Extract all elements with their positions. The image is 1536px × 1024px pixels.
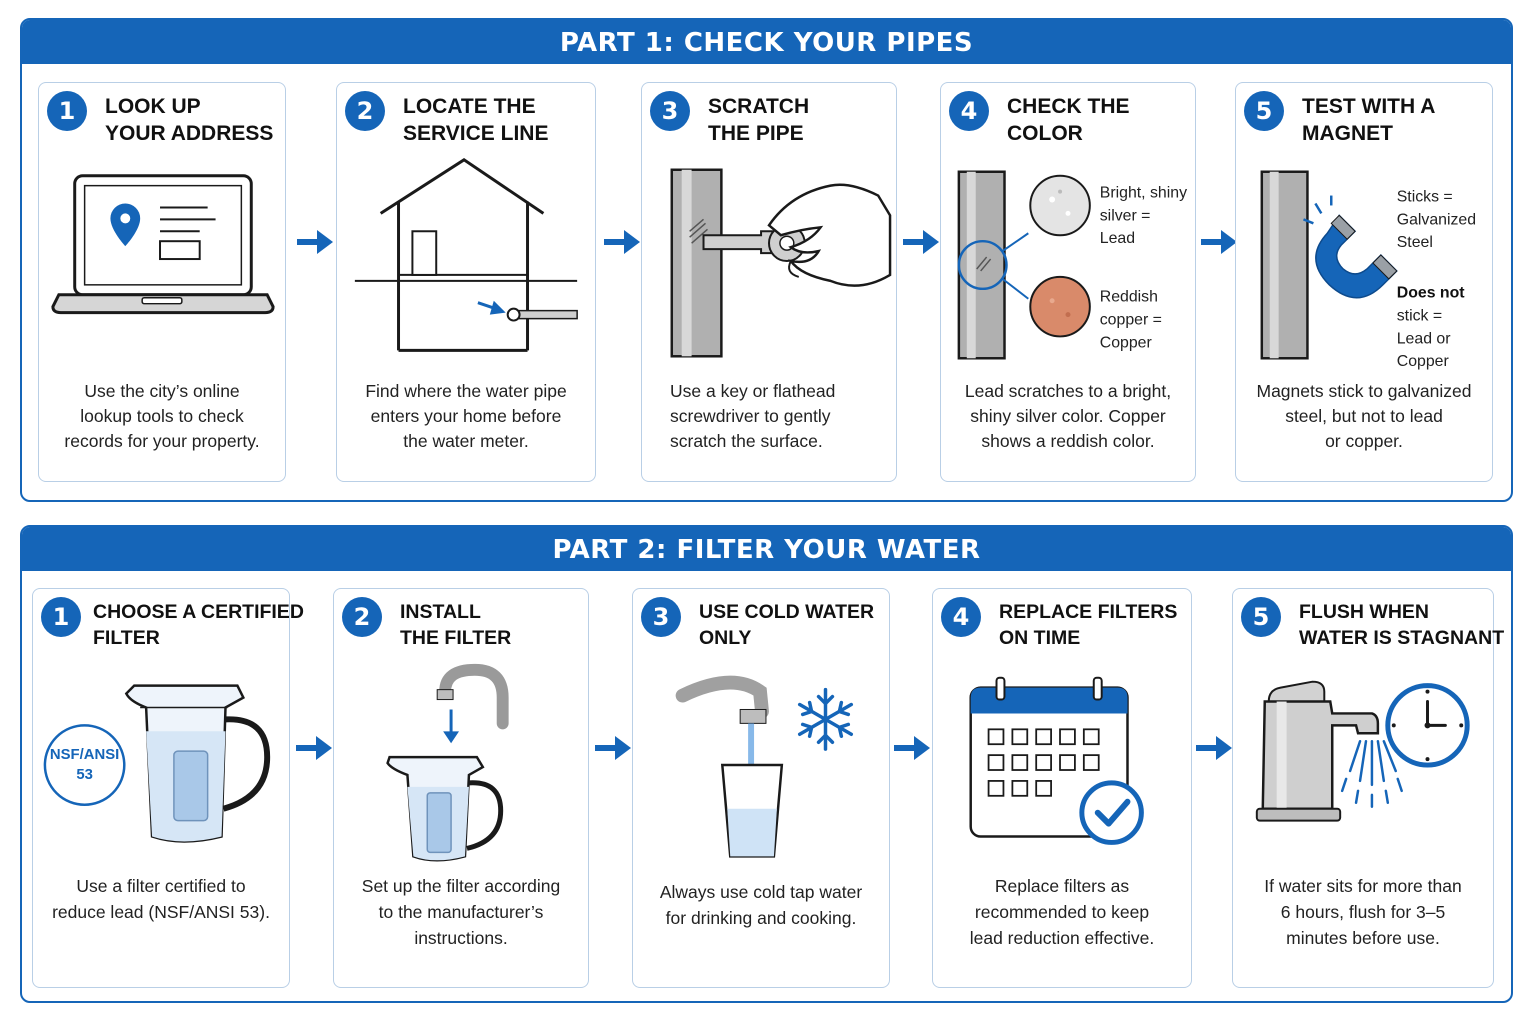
copper-label: copper = <box>1100 312 1162 329</box>
magnet-not-stick-label: Copper <box>1397 353 1450 370</box>
magnet-not-stick-label: Does not <box>1397 285 1466 302</box>
filter-pitcher-icon: NSF/ANSI 53 <box>43 684 271 843</box>
laptop-map-pin-icon <box>51 174 275 315</box>
house-service-line-icon <box>354 158 578 352</box>
step-number-badge: 2 <box>345 91 385 131</box>
arrow-right-icon <box>894 736 930 760</box>
copper-label: Reddish <box>1100 289 1158 306</box>
arrow-right-icon <box>1196 736 1232 760</box>
step-number-badge: 1 <box>47 91 87 131</box>
lead-label: silver = <box>1100 207 1151 224</box>
magnet-sticks-label: Sticks = <box>1397 188 1453 205</box>
part2-section: PART 2: FILTER YOUR WATER 1 CHOOSE A CER… <box>20 525 1513 1003</box>
faucet-pitcher-icon <box>386 663 509 862</box>
step-number-badge: 5 <box>1244 91 1284 131</box>
arrow-right-icon <box>604 230 640 254</box>
arrow-right-icon <box>296 736 332 760</box>
step-number-badge: 2 <box>342 597 382 637</box>
faucet-glass-snowflake-icon <box>675 675 854 858</box>
hand-key-pipe-icon <box>670 168 892 358</box>
faucet-clock-icon <box>1255 680 1470 822</box>
magnet-sticks-label: Steel <box>1397 234 1433 251</box>
magnet-not-stick-label: stick = <box>1397 308 1442 325</box>
copper-label: Copper <box>1100 334 1153 351</box>
arrow-right-icon <box>297 230 333 254</box>
step-description: Lead scratches to a bright,shiny silver … <box>964 381 1172 451</box>
step-number-badge: 5 <box>1241 597 1281 637</box>
arrow-right-icon <box>595 736 631 760</box>
step-number-badge: 4 <box>941 597 981 637</box>
nsf-ansi-badge: NSF/ANSI <box>50 747 119 763</box>
nsf-ansi-badge: 53 <box>76 767 93 783</box>
calendar-check-icon <box>969 676 1144 845</box>
magnet-not-stick-label: Lead or <box>1397 330 1452 347</box>
part2-banner: PART 2: FILTER YOUR WATER <box>22 527 1511 571</box>
arrow-right-icon <box>903 230 939 254</box>
step-number-badge: 3 <box>641 597 681 637</box>
part1-banner: PART 1: CHECK YOUR PIPES <box>22 20 1511 64</box>
lead-label: Lead <box>1100 230 1135 247</box>
step-number-badge: 4 <box>949 91 989 131</box>
magnet-sticks-label: Galvanized <box>1397 211 1476 228</box>
magnet-pipe-icon: Sticks = Galvanized Steel Does not stick… <box>1260 170 1476 370</box>
step-number-badge: 3 <box>650 91 690 131</box>
pipe-color-swatch-icon: Bright, shiny silver = Lead Reddish copp… <box>957 170 1187 360</box>
lead-label: Bright, shiny <box>1100 185 1187 202</box>
arrow-right-icon <box>1201 230 1237 254</box>
step-number-badge: 1 <box>41 597 81 637</box>
